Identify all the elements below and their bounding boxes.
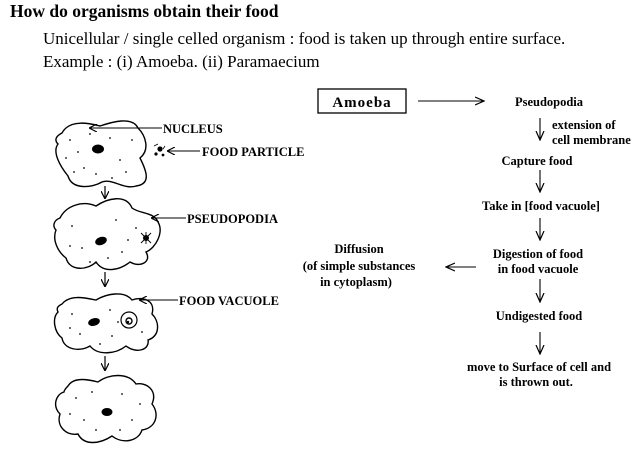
step-extension-line2: cell membrane xyxy=(552,133,631,147)
page-title: How do organisms obtain their food xyxy=(10,1,279,21)
food-particle-label: FOOD PARTICLE xyxy=(202,145,304,159)
food-particle-engulfed-icon xyxy=(140,232,152,244)
step-take-in: Take in [food vacuole] xyxy=(482,199,600,213)
nucleus-label: NUCLEUS xyxy=(163,122,223,136)
amoeba-4-outline xyxy=(54,374,157,444)
amoeba-4-nucleus xyxy=(101,408,113,416)
amoeba-1-outline xyxy=(55,120,147,188)
step-digestion-line1: Digestion of food xyxy=(493,247,583,261)
step-digestion-line2: in food vacuole xyxy=(498,262,579,276)
amoeba-1-nucleus xyxy=(92,144,104,154)
amoeba-stage-1 xyxy=(55,120,166,188)
step-move-line1: move to Surface of cell and xyxy=(467,360,611,374)
amoeba-2-granules xyxy=(69,219,137,263)
diffusion-line3: in cytoplasm) xyxy=(320,275,392,289)
amoeba-4-granules xyxy=(69,391,141,431)
food-particle-icon xyxy=(153,143,166,157)
step-undigested: Undigested food xyxy=(496,309,583,323)
pseudopodia-label: PSEUDOPODIA xyxy=(187,212,278,226)
amoeba-stage-3 xyxy=(53,293,159,354)
intro-line: Unicellular / single celled organism : f… xyxy=(43,29,566,48)
step-capture-food: Capture food xyxy=(502,154,573,168)
step-move-line2: is thrown out. xyxy=(499,375,573,389)
amoeba-3-outline xyxy=(53,293,159,354)
amoeba-3-granules xyxy=(69,309,143,345)
example-line: Example : (i) Amoeba. (ii) Paramaecium xyxy=(43,52,320,71)
food-vacuole-label: FOOD VACUOLE xyxy=(179,294,279,308)
amoeba-2-outline xyxy=(53,198,161,271)
amoeba-box xyxy=(317,88,407,114)
step-extension-line1: extension of xyxy=(552,118,616,132)
amoeba-stage-2 xyxy=(53,198,161,271)
amoeba-box-label: Amoeba xyxy=(332,95,391,111)
amoeba-1-granules xyxy=(65,133,133,179)
amoeba-stage-4 xyxy=(54,374,157,444)
amoeba-2-nucleus xyxy=(95,236,107,246)
diffusion-line2: (of simple substances xyxy=(303,259,416,273)
amoeba-3-nucleus xyxy=(88,318,100,326)
food-vacuole-icon xyxy=(120,311,138,329)
diffusion-line1: Diffusion xyxy=(334,242,383,256)
step-pseudopodia: Pseudopodia xyxy=(515,95,584,109)
